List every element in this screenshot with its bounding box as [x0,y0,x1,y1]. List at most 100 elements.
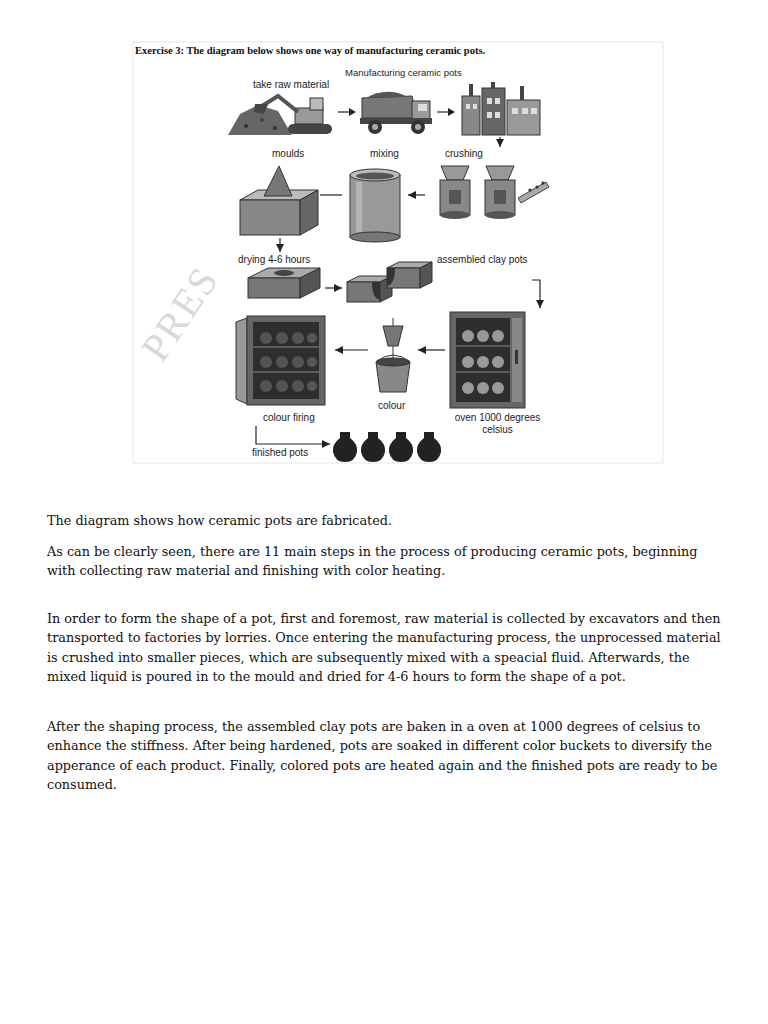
assembled-pot-figure [420,262,432,288]
colour-kiln-figure [236,318,247,404]
paragraph: In order to form the shape of a pot, fir… [47,609,729,687]
excavator-figure [228,96,332,135]
crusher-figure [485,211,515,219]
crusher-figure [449,190,461,204]
kiln-figure [456,346,510,347]
step-label: crushing [445,148,483,160]
excavator-figure [260,118,264,122]
lorry-figure [362,96,418,118]
colour-kiln-figure [260,332,272,344]
excavator-figure [288,124,332,134]
flow-arrow [418,349,445,350]
crusher-figure [485,180,515,215]
colour-firing-step: colour firing [235,312,335,426]
colour-kiln-figure [236,316,325,405]
colour-kiln-figure [253,347,319,348]
step-label: colour [378,400,405,412]
crusher-figure [528,188,531,191]
colour-kiln-figure [253,372,319,373]
assembled-pot-figure [372,282,380,300]
kiln-figure [477,356,489,368]
crusher-figure [541,181,544,184]
factory-figure [520,86,524,100]
flow-arrow [335,349,368,350]
colour-kiln-figure [307,357,317,367]
factory-figure [495,112,500,118]
excavator-figure [273,126,277,130]
finished-pot-figure [417,432,441,462]
mixing-tank-figure [356,182,362,232]
finished-pot-figure [361,432,385,462]
flow-arrow [499,137,500,147]
drying-step: drying 4-6 hours [235,252,325,302]
crusher-figure [440,211,470,219]
step-label: drying 4-6 hours [238,254,310,266]
kiln-figure [477,382,489,394]
assembled-pot-figure [347,262,432,302]
page-title: Exercise 3: The diagram below shows one … [135,45,485,56]
lorry-figure [411,120,425,134]
flow-arrow [349,108,356,116]
colour-kiln-figure [276,332,288,344]
crushing-step: crushing [425,147,552,228]
crusher-figure [535,185,538,188]
drying-mould-figure [248,278,300,298]
drying-mould-figure [274,270,294,276]
kiln-figure [477,330,489,342]
kiln-figure [515,350,518,364]
colour-bucket-figure [393,318,394,326]
finished-step: finished pots [330,428,444,464]
colour-kiln-figure [253,322,319,399]
factory-figure [512,108,518,114]
kiln-figure [450,312,525,408]
flow-arrow [338,108,356,116]
essay-text: The diagram shows how ceramic pots are f… [47,511,729,795]
colour-bucket-figure [383,326,403,346]
flow-arrow [532,280,540,308]
colour-kiln-figure [260,380,272,392]
lorry-figure [368,120,382,134]
factory-figure [466,104,470,109]
flow-arrow [320,194,342,195]
factory-figure [462,96,480,135]
step-label: mixing [370,148,399,160]
colour-bucket-figure [376,318,410,392]
flow-arrow [256,426,330,444]
excavator-figure [244,124,248,128]
colour-kiln-figure [276,356,288,368]
factory-figure [491,82,495,88]
step-label: assembled clay pots [437,254,528,266]
diagram-subtitle: Manufacturing ceramic pots [345,67,462,78]
lorry-figure [366,92,408,98]
step-label: finished pots [252,447,308,459]
kiln-figure [462,330,474,342]
assembled-step: assembled clay pots [342,252,532,308]
lorry-figure [372,124,378,130]
paragraph: The diagram shows how ceramic pots are f… [47,511,729,531]
mould-figure [240,200,300,235]
assembled-pot-figure [387,268,395,286]
step-label: oven 1000 degrees celsius [450,412,545,436]
colour-kiln-figure [276,380,288,392]
mould-figure [300,190,318,235]
flow-arrow [338,111,350,112]
kiln-figure [462,382,474,394]
flow-arrow [448,108,455,116]
factory-figure [487,98,492,104]
factory-figure [462,82,540,135]
colour-kiln-figure [260,356,272,368]
colour-step: colour [368,316,418,414]
kiln-figure [512,318,522,402]
factory-figure [522,108,528,114]
colour-kiln-figure [307,333,317,343]
crusher-figure [494,190,506,204]
step-label: moulds [272,148,304,160]
flow-arrow [408,194,425,195]
flow-arrow [279,238,280,252]
assembled-pot-figure [347,282,380,302]
colour-kiln-figure [292,380,304,392]
mixing-tank-figure [350,169,400,181]
paragraph: After the shaping process, the assembled… [47,717,729,795]
finished-pot-figure [333,432,357,462]
kiln-figure [450,312,525,408]
